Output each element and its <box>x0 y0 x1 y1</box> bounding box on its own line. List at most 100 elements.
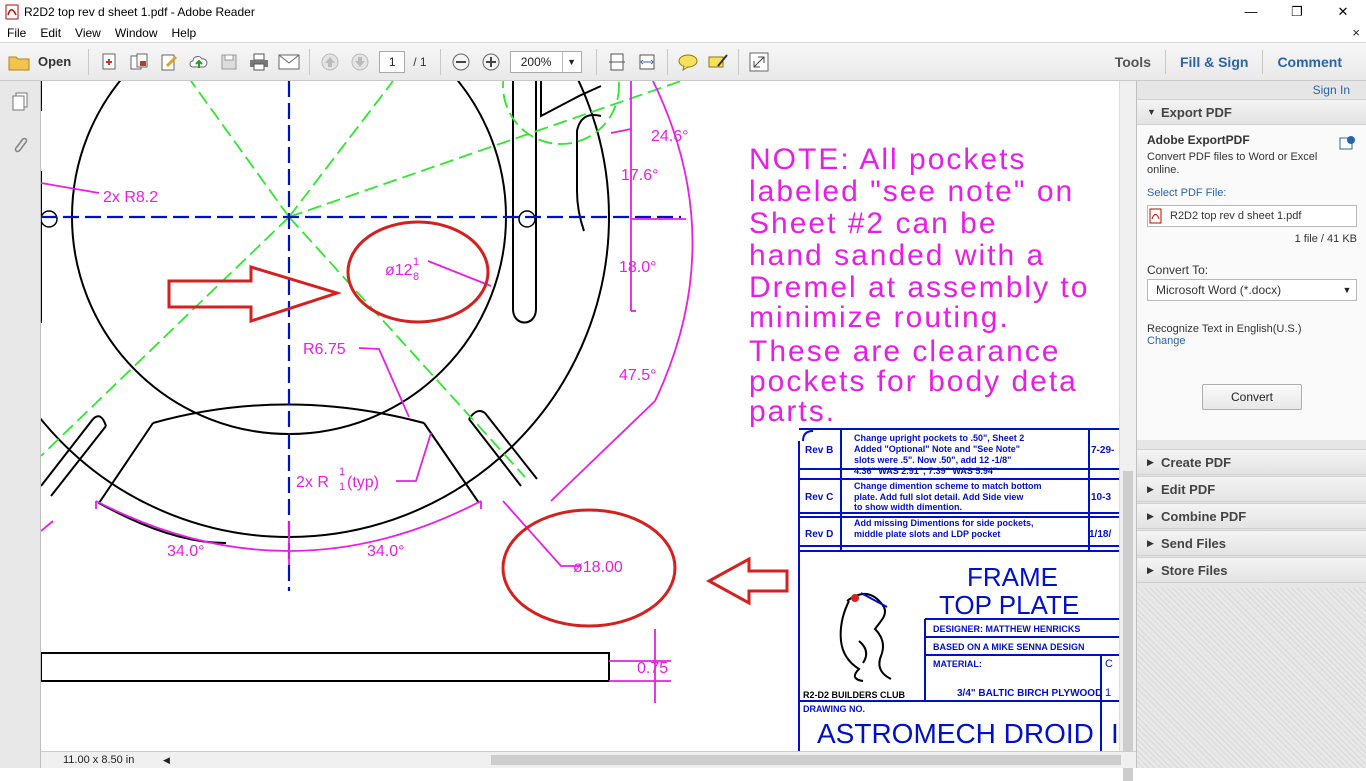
rev-b-date: 7-29- <box>1091 445 1114 456</box>
export-description: Convert PDF files to Word or Excel onlin… <box>1147 151 1318 176</box>
send-files-header[interactable]: ▶ Send Files <box>1137 530 1366 556</box>
restore-button[interactable]: ❐ <box>1291 3 1303 19</box>
highlight-button[interactable] <box>703 48 733 76</box>
email-button[interactable] <box>274 48 304 76</box>
full-screen-button[interactable] <box>744 48 774 76</box>
dim-r675: R6.75 <box>303 341 346 358</box>
change-link[interactable]: Change <box>1147 335 1186 347</box>
paperclip-icon[interactable] <box>10 134 30 156</box>
status-bar: 11.00 x 8.50 in ◀ <box>41 751 1136 768</box>
next-page-button[interactable] <box>345 48 375 76</box>
note-line: minimize routing. <box>749 301 1010 334</box>
toolbar-separator <box>439 48 441 75</box>
create-pdf-button[interactable] <box>94 48 124 76</box>
dim-r2-frac-den: 1 <box>339 481 345 493</box>
page-number-input[interactable]: 1 <box>379 50 406 73</box>
rev-c-date: 10-3 <box>1091 492 1111 503</box>
format-value: Microsoft Word (*.docx) <box>1156 283 1282 297</box>
convert-button[interactable]: Convert <box>1202 384 1302 410</box>
menu-window[interactable]: Window <box>114 25 158 40</box>
dim-frac-den: 8 <box>413 271 419 283</box>
annotation-arrow <box>705 556 789 606</box>
drawing-no-label: DRAWING NO. <box>803 704 865 714</box>
edit-pdf-header[interactable]: ▶ Edit PDF <box>1137 476 1366 502</box>
task-panel: Sign In ▼ Export PDF Adobe ExportPDF Con… <box>1136 81 1366 768</box>
document-close-button[interactable]: × <box>1352 25 1360 40</box>
export-info-icon[interactable] <box>1339 135 1357 151</box>
convert-to-label: Convert To: <box>1147 263 1209 277</box>
export-pdf-body: Adobe ExportPDF Convert PDF files to Wor… <box>1137 125 1366 440</box>
previous-page-button[interactable] <box>315 48 345 76</box>
close-button[interactable]: ✕ <box>1337 3 1349 19</box>
store-files-header[interactable]: ▶ Store Files <box>1137 557 1366 583</box>
toolbar-separator <box>666 48 668 75</box>
title-text: FRAME TOP PLATE DESIGNER: MATTHEW HENRIC… <box>803 562 1119 749</box>
scroll-left-arrow-icon[interactable]: ◀ <box>163 754 170 765</box>
page-size: 11.00 x 8.50 in <box>63 754 135 766</box>
fill-sign-link[interactable]: Fill & Sign <box>1179 54 1249 70</box>
upload-button[interactable] <box>184 48 214 76</box>
material-label: MATERIAL: <box>933 659 982 669</box>
print-button[interactable] <box>244 48 274 76</box>
note-line: Dremel at assembly to <box>749 271 1089 304</box>
toolbar-separator <box>1262 50 1264 74</box>
create-pdf-title: Create PDF <box>1161 454 1232 470</box>
save-button[interactable] <box>214 48 244 76</box>
triangle-right-icon: ▶ <box>1147 537 1154 548</box>
zoom-select[interactable]: 200% ▼ <box>509 50 582 73</box>
menu-view[interactable]: View <box>75 25 101 40</box>
annotation-circle <box>501 508 677 628</box>
open-button[interactable]: Open <box>8 53 71 71</box>
menu-help[interactable]: Help <box>171 25 197 40</box>
dim-d12: ø12 <box>385 262 413 279</box>
arrow-up-circle-icon <box>321 53 339 70</box>
toolbar-separator <box>88 48 90 75</box>
horizontal-scrollbar-thumb[interactable] <box>491 755 1121 765</box>
sign-in-link[interactable]: Sign In <box>1312 83 1350 97</box>
document-view[interactable]: 2x R8.2 ø12 1 8 R6.75 2x R 1 1 (typ) 24.… <box>41 81 1119 751</box>
window-title: R2D2 top rev d sheet 1.pdf - Adobe Reade… <box>24 4 255 19</box>
note-line: hand sanded with a <box>749 239 1045 272</box>
edit-pdf-title: Edit PDF <box>1161 481 1216 497</box>
export-pdf-header[interactable]: ▼ Export PDF <box>1137 99 1366 125</box>
scrollbar-thumb[interactable] <box>1123 471 1133 781</box>
vertical-scrollbar[interactable] <box>1119 81 1136 781</box>
menu-file[interactable]: File <box>7 25 27 40</box>
highlighter-icon <box>708 53 728 67</box>
tools-link[interactable]: Tools <box>1114 54 1151 70</box>
selected-file-field[interactable]: R2D2 top rev d sheet 1.pdf <box>1147 205 1357 227</box>
send-files-title: Send Files <box>1161 535 1227 551</box>
club-name: R2-D2 BUILDERS CLUB <box>803 690 906 700</box>
page-thumbnails-icon[interactable] <box>10 91 30 113</box>
fit-width-icon <box>639 54 655 69</box>
triangle-right-icon: ▶ <box>1147 564 1154 575</box>
title-frame: FRAME <box>967 562 1058 592</box>
comment-link[interactable]: Comment <box>1277 54 1342 70</box>
fit-width-button[interactable] <box>632 48 662 76</box>
dim-180: 18.0° <box>619 259 657 276</box>
zoom-out-button[interactable] <box>446 48 476 76</box>
create-pdf-header[interactable]: ▶ Create PDF <box>1137 449 1366 475</box>
format-select[interactable]: Microsoft Word (*.docx) ▼ <box>1147 279 1357 301</box>
page-total: / 1 <box>413 54 427 69</box>
adobe-export-title: Adobe ExportPDF <box>1147 133 1250 147</box>
red-annotations <box>167 220 789 628</box>
designer: DESIGNER: MATTHEW HENRICKS <box>933 624 1080 634</box>
fit-page-button[interactable] <box>602 48 632 76</box>
combine-button[interactable] <box>124 48 154 76</box>
annotation-arrow <box>167 264 343 324</box>
zoom-in-button[interactable] <box>476 48 506 76</box>
title-i: I <box>1111 718 1119 749</box>
menu-edit[interactable]: Edit <box>40 25 62 40</box>
title-bar: R2D2 top rev d sheet 1.pdf - Adobe Reade… <box>0 0 1366 23</box>
edit-button[interactable] <box>154 48 184 76</box>
toolbar-separator <box>737 48 739 75</box>
combine-pdf-header[interactable]: ▶ Combine PDF <box>1137 503 1366 529</box>
comment-button[interactable] <box>673 48 703 76</box>
envelope-icon <box>278 54 300 69</box>
speech-bubble-icon <box>678 54 698 71</box>
rev-d-date: 1/18/ <box>1089 529 1111 540</box>
note-block: NOTE: All pockets labeled "see note" on … <box>749 143 1089 428</box>
minimize-button[interactable]: — <box>1244 4 1258 19</box>
dim-frac-num: 1 <box>413 256 419 268</box>
